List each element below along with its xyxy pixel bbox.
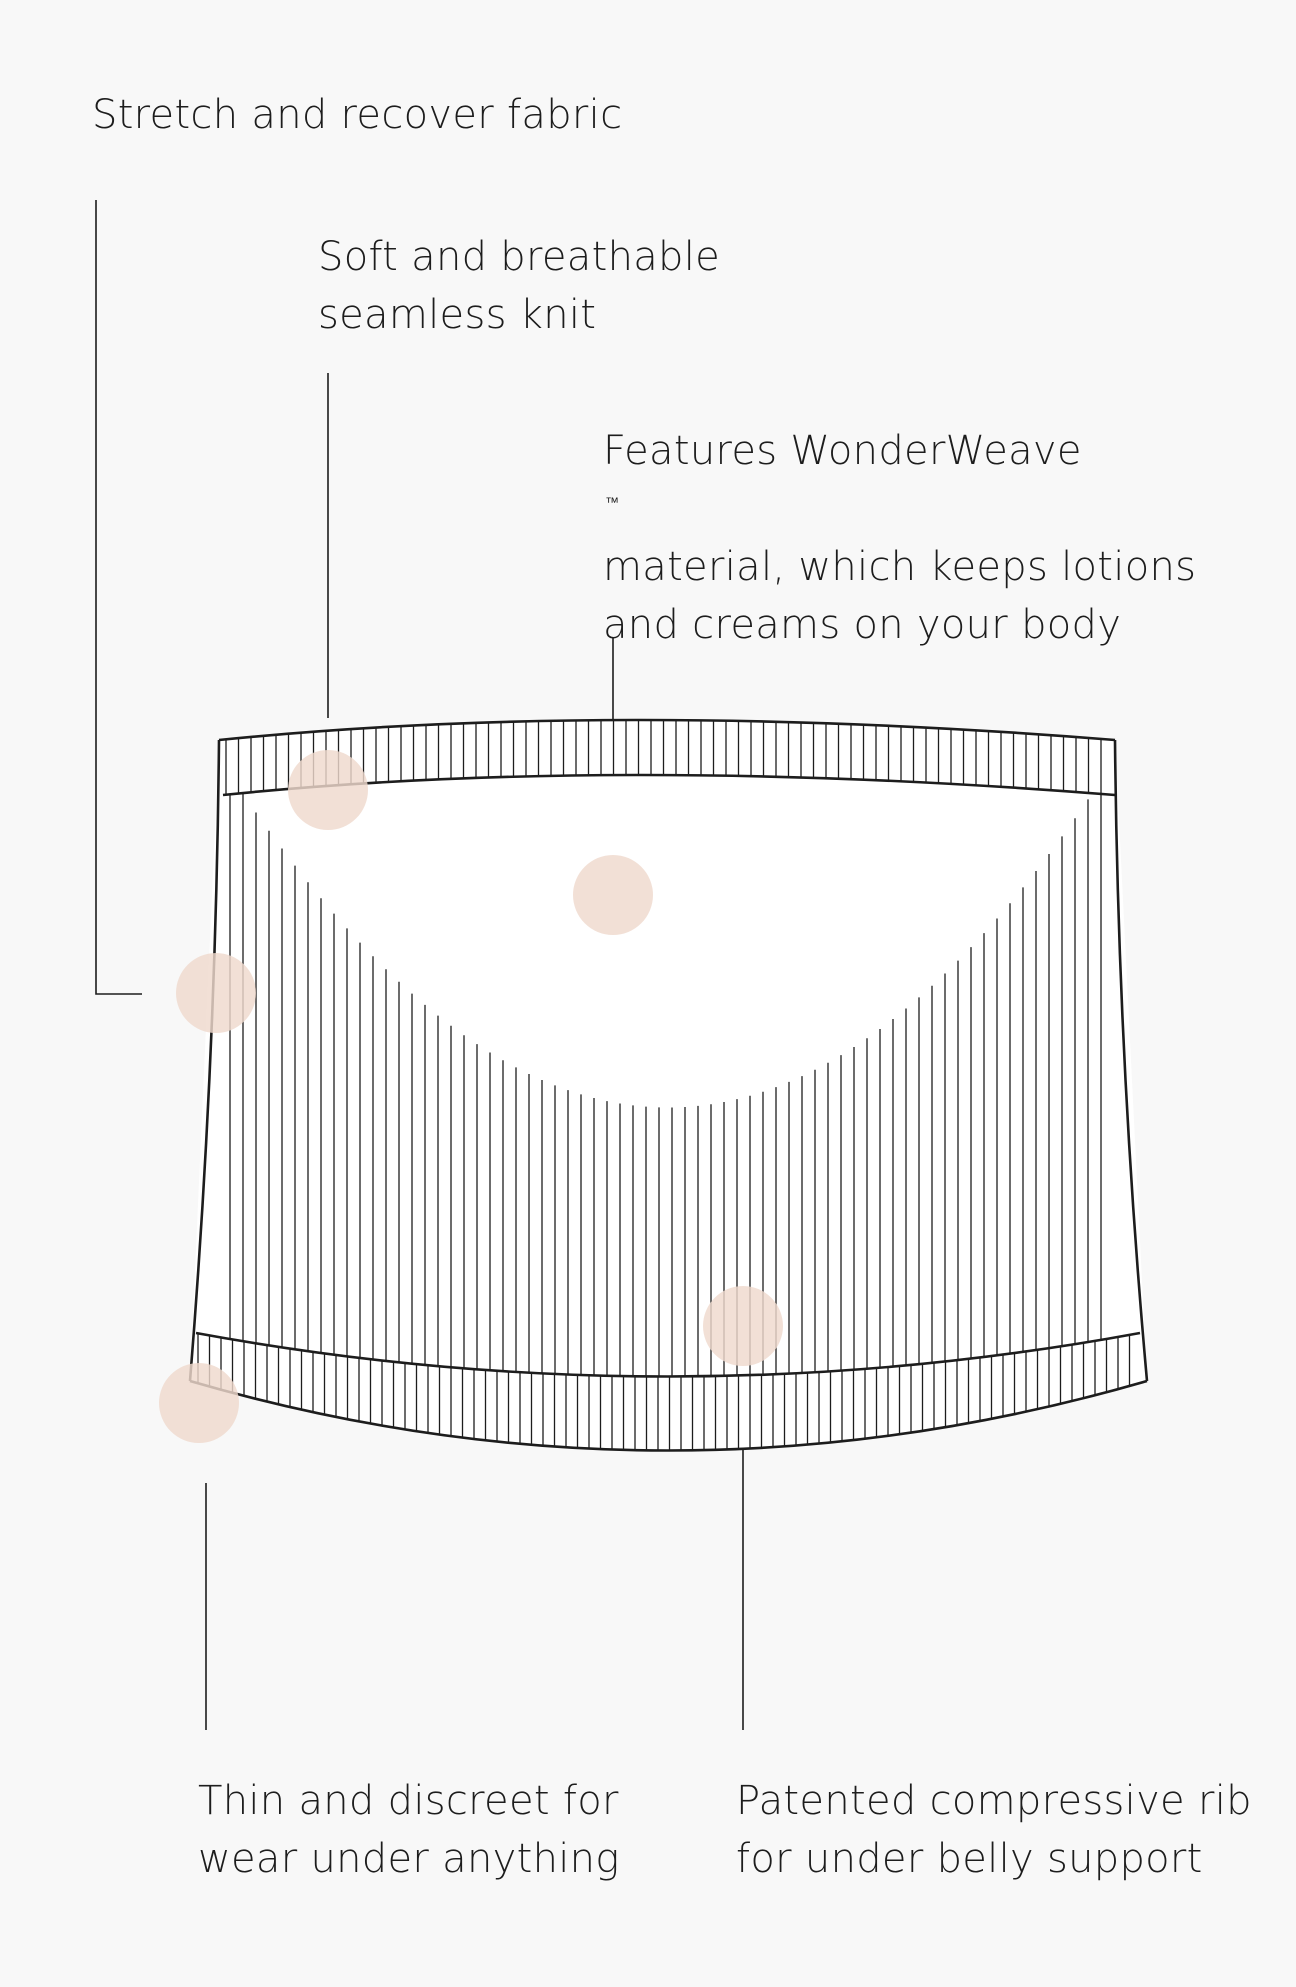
feature-text-line: wear under anything	[198, 1836, 620, 1882]
band-fill	[190, 720, 1147, 1451]
feature-dots	[159, 750, 783, 1443]
callout-line-stretch	[95, 200, 142, 995]
feature-label-stretch: Stretch and recover fabric	[92, 86, 622, 144]
feature-dot-patented	[703, 1286, 783, 1366]
feature-label-thin: Thin and discreet for wear under anythin…	[198, 1772, 620, 1888]
feature-label-patented: Patented compressive rib for under belly…	[736, 1772, 1252, 1888]
band-top-edge	[218, 718, 1116, 742]
belly-band-garment	[188, 718, 1149, 1452]
band-hem-seam	[195, 1331, 1141, 1378]
feature-label-soft: Soft and breathable seamless knit	[318, 228, 720, 344]
callout-lines	[95, 200, 744, 1730]
feature-text-line: seamless knit	[318, 292, 597, 338]
feature-text-line-main: Features WonderWeave	[603, 428, 1082, 474]
feature-dot-soft	[288, 750, 368, 830]
feature-text-line: Stretch and recover fabric	[92, 92, 623, 138]
feature-text-line: Thin and discreet for	[198, 1778, 619, 1824]
band-bottom-edge	[189, 1379, 1148, 1452]
feature-text-line: material, which keeps lotions	[603, 544, 1197, 590]
feature-text-line: Patented compressive rib	[736, 1778, 1252, 1824]
trademark-symbol: ™	[605, 495, 620, 511]
feature-dot-stretch	[176, 953, 256, 1033]
feature-text-line: Soft and breathable	[318, 234, 721, 280]
feature-text-line: for under belly support	[736, 1836, 1203, 1882]
band-left-side	[188, 739, 221, 1382]
feature-text-line: Features WonderWeave ™	[603, 422, 1196, 538]
band-right-side	[1113, 739, 1149, 1382]
feature-label-wonderweave: Features WonderWeave ™ material, which ke…	[603, 422, 1196, 654]
feature-dot-wonderweave	[573, 855, 653, 935]
feature-dot-thin	[159, 1363, 239, 1443]
feature-text-line: and creams on your body	[603, 602, 1122, 648]
